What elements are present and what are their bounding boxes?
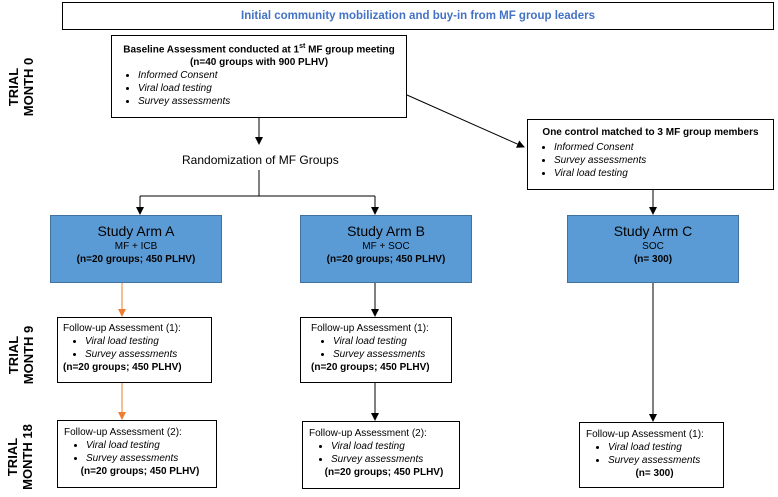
followup-title: Follow-up Assessment (1): [311,323,429,334]
followup-list: Viral load testing Survey assessments [311,335,451,361]
followup-c-month18: Follow-up Assessment (1): Viral load tes… [579,422,724,488]
baseline-item: Viral load testing [138,82,406,95]
arrow-baseline-to-control [406,94,525,148]
study-arm-a: Study Arm A MF + ICB (n=20 groups; 450 P… [50,215,222,283]
followup-count: (n=20 groups; 450 PLHV) [63,362,182,373]
baseline-item: Survey assessments [138,95,406,108]
followup-item: Viral load testing [333,335,451,348]
followup-item: Survey assessments [331,453,459,466]
followup-title: Follow-up Assessment (1): [586,429,704,440]
followup-item: Survey assessments [86,452,216,465]
followup-item: Viral load testing [331,440,459,453]
header-banner: Initial community mobilization and buy-i… [62,2,774,30]
followup-count: (n= 300) [635,468,674,479]
baseline-list: Informed Consent Viral load testing Surv… [112,69,406,108]
arm-count: (n= 300) [633,254,673,265]
control-item: Informed Consent [554,141,773,154]
followup-list: Viral load testing Survey assessments [586,441,723,467]
randomization-label: Randomization of MF Groups [182,153,339,167]
arm-subtitle: SOC [642,241,664,252]
followup-count: (n=20 groups; 450 PLHV) [311,362,430,373]
study-arm-c: Study Arm C SOC (n= 300) [567,215,739,283]
followup-count: (n=20 groups; 450 PLHV) [80,466,200,477]
arm-subtitle: MF + SOC [362,241,410,252]
followup-b-month18: Follow-up Assessment (2): Viral load tes… [302,421,460,489]
header-text: Initial community mobilization and buy-i… [241,10,595,22]
followup-item: Survey assessments [608,454,723,467]
followup-title: Follow-up Assessment (2): [309,428,427,439]
arm-count: (n=20 groups; 450 PLHV) [76,254,196,265]
followup-list: Viral load testing Survey assessments [63,335,211,361]
control-list: Informed Consent Survey assessments Vira… [528,141,773,180]
followup-item: Viral load testing [85,335,211,348]
baseline-box: Baseline Assessment conducted at 1st MF … [111,35,407,118]
followup-a-month9: Follow-up Assessment (1): Viral load tes… [57,317,212,383]
followup-title: Follow-up Assessment (2): [64,427,182,438]
control-title: One control matched to 3 MF group member… [542,127,759,138]
arm-count: (n=20 groups; 450 PLHV) [326,254,446,265]
arm-title: Study Arm A [97,223,175,239]
baseline-item: Informed Consent [138,69,406,82]
followup-item: Survey assessments [333,348,451,361]
followup-title: Follow-up Assessment (1): [63,323,181,334]
followup-b-month9: Follow-up Assessment (1): Viral load tes… [300,317,452,383]
study-arm-b: Study Arm B MF + SOC (n=20 groups; 450 P… [300,215,472,283]
followup-list: Viral load testing Survey assessments [309,440,459,466]
arm-title: Study Arm C [613,223,693,239]
followup-item: Viral load testing [86,439,216,452]
followup-list: Viral load testing Survey assessments [64,439,216,465]
followup-count: (n=20 groups; 450 PLHV) [324,467,444,478]
followup-item: Survey assessments [85,348,211,361]
followup-item: Viral load testing [608,441,723,454]
arm-subtitle: MF + ICB [114,241,158,252]
followup-a-month18: Follow-up Assessment (2): Viral load tes… [57,420,217,488]
baseline-title: Baseline Assessment conducted at 1st MF … [123,43,395,56]
arm-title: Study Arm B [347,223,425,239]
baseline-subtitle: (n=40 groups with 900 PLHV) [189,57,329,69]
control-item: Survey assessments [554,154,773,167]
control-item: Viral load testing [554,167,773,180]
control-box: One control matched to 3 MF group member… [527,119,774,190]
